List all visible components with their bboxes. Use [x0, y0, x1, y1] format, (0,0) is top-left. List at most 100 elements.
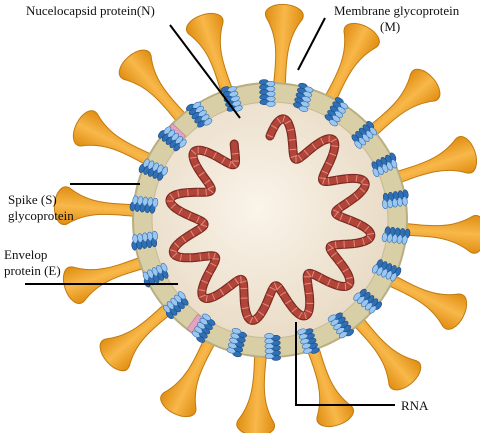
- coil-ridge: [169, 193, 175, 200]
- membrane-protein: [157, 126, 187, 152]
- coil-ridge: [262, 302, 270, 307]
- coil-ridge: [346, 175, 348, 183]
- membrane-protein: [371, 152, 398, 178]
- coil-ridge: [297, 154, 303, 161]
- coil-ridge: [320, 137, 325, 145]
- coil-ridge: [205, 294, 208, 302]
- coil-ridge: [205, 188, 208, 196]
- spike: [236, 350, 276, 433]
- coil-ridge: [196, 216, 200, 223]
- membrane-protein: [131, 230, 158, 251]
- coil-ridge: [287, 128, 295, 132]
- spike: [384, 272, 468, 330]
- spike: [264, 3, 304, 90]
- coil-ridge: [289, 148, 297, 151]
- coil-ridge: [355, 174, 358, 183]
- coil-ridge: [342, 268, 349, 273]
- membrane-protein: [163, 291, 189, 320]
- spike: [160, 334, 218, 418]
- coil-ridge: [298, 311, 303, 319]
- coil-ridge: [253, 315, 259, 323]
- coil-ridge: [337, 204, 343, 211]
- coil-ridge: [305, 292, 313, 295]
- coil-ridge: [244, 314, 251, 319]
- spike: [62, 255, 148, 304]
- spike: [351, 314, 422, 391]
- coil-ridge: [291, 307, 298, 313]
- coil-ridge: [356, 220, 362, 228]
- coil-ridge: [231, 152, 239, 155]
- coil-ridge: [240, 275, 242, 283]
- coil-ridge: [330, 252, 337, 258]
- coil-ridge: [333, 211, 339, 218]
- membrane-protein: [381, 226, 411, 245]
- coil-ridge: [305, 309, 313, 314]
- coil-ridge: [197, 225, 203, 233]
- coil-ridge: [179, 253, 183, 261]
- label-spike-line2: glycoprotein: [8, 208, 74, 223]
- labels: Nucelocapsid protein(N) Membrane glycopr…: [4, 3, 460, 413]
- coil-ridge: [208, 252, 210, 260]
- spike-glycoproteins: [53, 3, 480, 433]
- coil-ridge: [322, 177, 326, 185]
- coil-ridge: [336, 259, 343, 265]
- coil-ridge: [279, 291, 287, 297]
- membrane-protein: [327, 312, 355, 339]
- coil-ridge: [190, 230, 195, 237]
- membrane-protein: [324, 97, 349, 127]
- membrane-protein: [226, 328, 247, 358]
- spike: [392, 136, 478, 185]
- coil-ridge: [198, 171, 205, 177]
- coil-ridge: [210, 262, 217, 267]
- coil-ridge: [327, 247, 334, 252]
- coil-ridge: [360, 177, 366, 184]
- coil-ridge: [339, 213, 344, 221]
- coil-ridge: [345, 276, 353, 280]
- coil-ridge: [207, 185, 215, 190]
- coil-ridge: [212, 252, 216, 260]
- coil-ridge: [178, 208, 183, 215]
- membrane-protein: [191, 313, 216, 343]
- membrane-protein: [185, 101, 213, 128]
- spike: [364, 68, 441, 139]
- coil-ridge: [327, 177, 330, 185]
- coil-ridge: [266, 134, 274, 138]
- coil-ridge: [282, 115, 286, 123]
- coil-ridge: [173, 242, 180, 248]
- nucleocapsid-coil: [165, 114, 376, 325]
- coil-ridge: [231, 161, 237, 168]
- coil-ridge: [367, 232, 375, 235]
- coil-ridge: [187, 212, 192, 220]
- membrane-protein: [293, 82, 314, 112]
- coil-ridge: [170, 203, 177, 209]
- coil-ridge: [269, 286, 277, 291]
- spike: [322, 22, 380, 106]
- coil-ridge: [249, 316, 254, 324]
- coil-ridge: [353, 193, 359, 200]
- membrane-protein: [259, 79, 276, 107]
- membrane-glycoproteins: [129, 79, 411, 361]
- leader-rna: [295, 322, 395, 406]
- coil-ridge: [327, 278, 331, 286]
- coil-ridge: [190, 149, 197, 155]
- membrane-protein: [138, 158, 169, 181]
- coil-ridge: [329, 152, 337, 157]
- coil-ridge: [266, 293, 274, 298]
- coil-ridge: [325, 161, 333, 166]
- coil-ridge: [345, 199, 351, 206]
- label-envelope-line2: protein (E): [4, 263, 61, 278]
- spike: [186, 12, 235, 98]
- coil-ridge: [204, 179, 211, 185]
- coil-ridge: [321, 170, 329, 175]
- coil-ridge: [311, 270, 315, 278]
- membrane-protein: [382, 189, 409, 210]
- coil-ridge: [285, 299, 292, 305]
- coil-ridge: [257, 311, 265, 316]
- coil-ridge: [335, 176, 339, 184]
- coil-ridge: [346, 281, 353, 287]
- coil-ridge: [306, 270, 312, 277]
- coil-ridge: [318, 274, 323, 282]
- membrane-protein: [351, 120, 377, 149]
- coil-ridge: [311, 143, 317, 150]
